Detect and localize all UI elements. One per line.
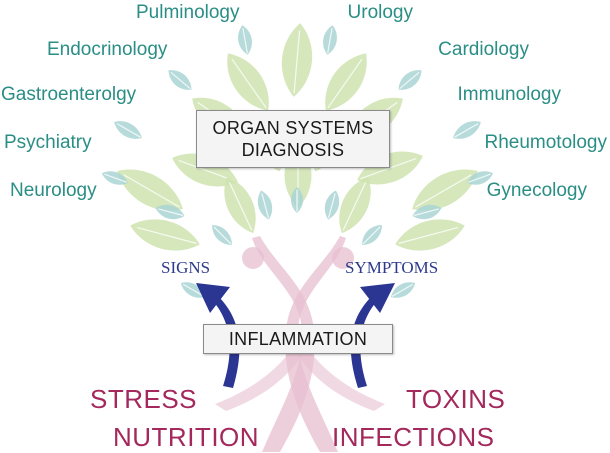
leaf-vein xyxy=(399,71,420,90)
leaf-vein xyxy=(327,58,363,109)
root-stress: STRESS xyxy=(90,384,198,414)
figure-head xyxy=(242,247,264,269)
blue-leaves-group xyxy=(101,25,494,298)
specialty-psychiatry: Psychiatry xyxy=(4,132,92,153)
specialty-pulminology: Pulminology xyxy=(136,2,240,23)
arrow-to-symptoms xyxy=(350,296,378,388)
leaf-vein xyxy=(261,193,270,219)
leaf-vein xyxy=(231,58,267,109)
arrow-to-signs-head xyxy=(196,283,230,313)
trunk-right-figure xyxy=(285,236,346,452)
specialty-gastroenterolgy: Gastroenterolgy xyxy=(1,84,137,105)
organ-systems-diagnosis-box: ORGAN SYSTEMS DIAGNOSIS xyxy=(196,110,390,168)
leaf-vein xyxy=(415,174,472,208)
specialty-urology: Urology xyxy=(347,2,413,23)
arrow-to-symptoms-head xyxy=(360,283,395,313)
root-nutrition: NUTRITION xyxy=(113,422,260,452)
leaf-vein xyxy=(454,123,479,138)
leaf-vein xyxy=(362,226,381,245)
leaf-vein xyxy=(123,174,180,208)
leaf-vein xyxy=(391,283,413,297)
box-line-2: DIAGNOSIS xyxy=(241,140,345,160)
arrow-to-signs xyxy=(212,296,240,388)
leaf-vein xyxy=(398,226,458,244)
leaf-vein xyxy=(213,226,232,245)
root-toxins: TOXINS xyxy=(406,384,506,414)
leaf-vein xyxy=(183,283,205,297)
figure-head xyxy=(332,247,354,269)
leaf-vein xyxy=(467,173,491,183)
leaf-vein xyxy=(327,28,333,54)
leaf-vein xyxy=(228,182,253,231)
symptoms-label: SYMPTOMS xyxy=(345,258,439,277)
leaf-vein xyxy=(360,157,417,180)
leaf-vein xyxy=(116,123,141,138)
specialty-immunology: Immunology xyxy=(457,84,562,105)
signs-label: SIGNS xyxy=(161,258,211,277)
leaf-vein xyxy=(242,28,248,54)
specialty-endocrinology: Endocrinology xyxy=(47,39,168,60)
leaf-vein xyxy=(170,71,191,90)
specialty-gynecology: Gynecology xyxy=(486,180,587,201)
specialty-cardiology: Cardiology xyxy=(438,39,529,60)
leaf-vein xyxy=(137,226,197,244)
inflammation-text: INFLAMMATION xyxy=(228,328,368,349)
leaf-vein xyxy=(293,30,301,94)
box-line-1: ORGAN SYSTEMS xyxy=(212,117,374,138)
leaf-vein xyxy=(104,173,128,183)
leaf-vein xyxy=(413,208,439,217)
inflammation-box: INFLAMMATION xyxy=(203,324,393,354)
root-infections: INFECTIONS xyxy=(332,422,495,452)
leaf-vein xyxy=(327,193,336,219)
specialty-rheumotology: Rheumotology xyxy=(484,132,607,153)
leaf-vein xyxy=(342,182,367,231)
leaf-vein xyxy=(158,208,184,217)
specialty-neurology: Neurology xyxy=(10,180,97,201)
leaf-vein xyxy=(178,159,235,182)
arrows-group xyxy=(196,283,395,388)
